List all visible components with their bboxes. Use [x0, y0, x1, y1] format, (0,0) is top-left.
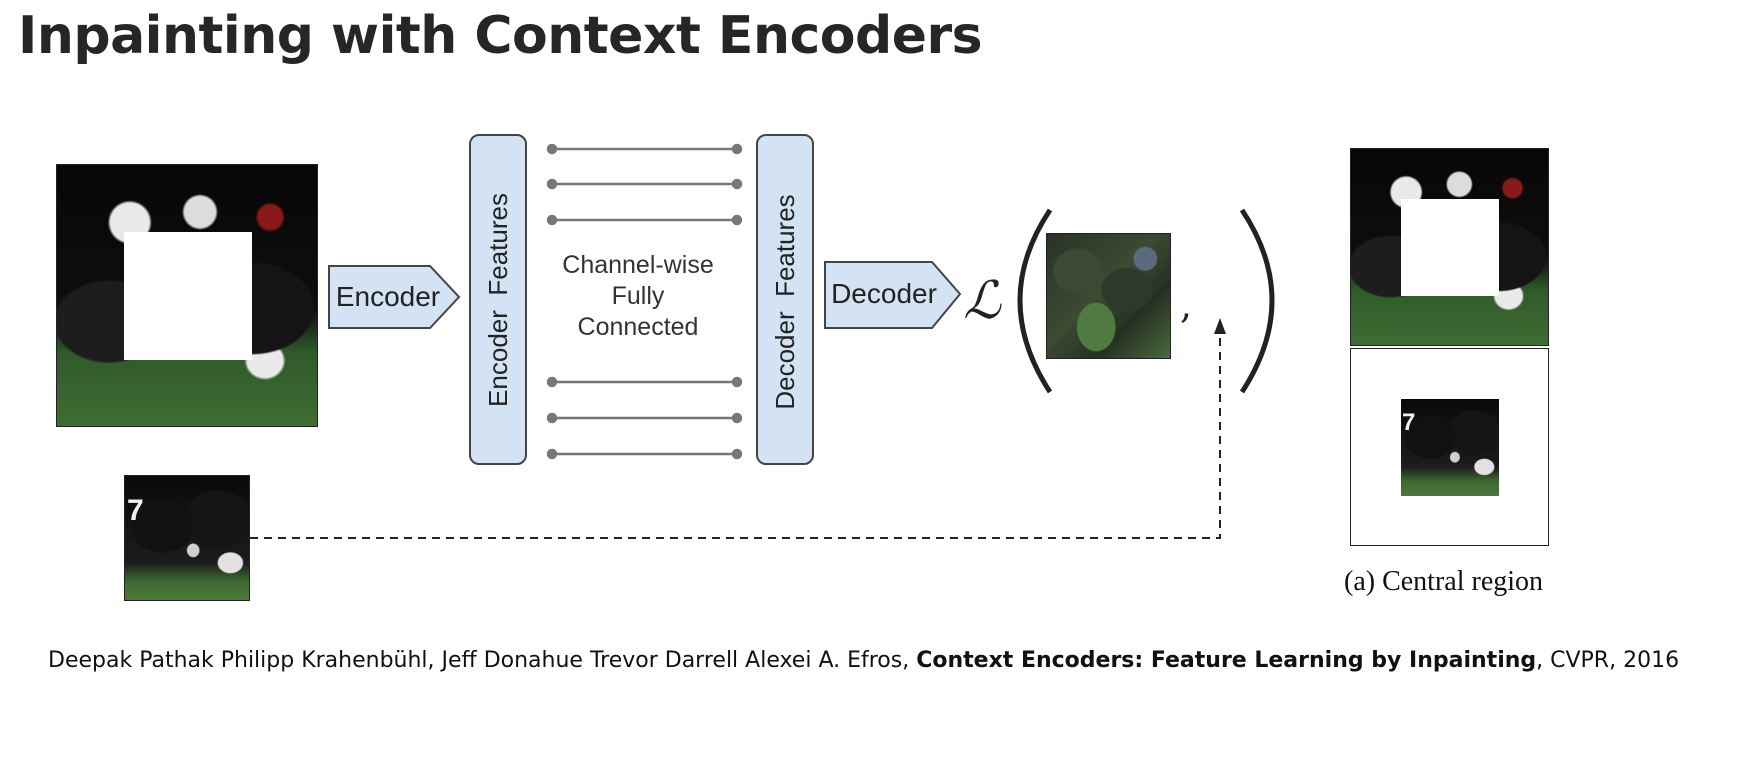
masked-region — [124, 232, 252, 360]
citation-paper-title: Context Encoders: Feature Learning by In… — [916, 648, 1537, 673]
fc-label-line3: Connected — [578, 313, 699, 341]
encoder-features-label: Encoder Features — [483, 193, 513, 407]
decoder-label: Decoder — [831, 278, 937, 309]
encoder-label: Encoder — [336, 281, 440, 312]
citation: Deepak Pathak Philipp Krahenbühl, Jeff D… — [48, 648, 1679, 673]
masked-input-image — [56, 164, 318, 427]
predicted-patch — [1046, 233, 1171, 359]
decoder-arrow — [824, 261, 962, 329]
encoder-features-box — [469, 134, 527, 465]
figure-caption: (a) Central region — [1344, 566, 1544, 597]
right-parenthesis — [1239, 208, 1275, 394]
comma: , — [1180, 283, 1192, 327]
page-title: Inpainting with Context Encoders — [18, 6, 983, 66]
left-parenthesis — [1017, 208, 1053, 394]
fc-label-line2: Fully — [612, 282, 665, 310]
citation-authors: Deepak Pathak Philipp Krahenbühl, Jeff D… — [48, 648, 917, 673]
ground-truth-dashed-arrow — [250, 332, 1221, 539]
central-region-hole — [1401, 199, 1499, 296]
encoder-arrow — [328, 265, 461, 329]
central-region-patch: 7 — [1401, 399, 1499, 496]
decoder-features-box — [756, 134, 814, 465]
decoder-features-label: Decoder Features — [770, 194, 800, 409]
fc-lines-bottom — [546, 376, 743, 460]
citation-venue: , CVPR, 2016 — [1536, 648, 1680, 673]
central-region-patch-frame: 7 — [1350, 348, 1549, 546]
central-region-masked-image — [1350, 148, 1549, 346]
loss-symbol: ℒ — [963, 271, 1002, 331]
fc-label-line1: Channel-wise — [562, 251, 713, 279]
fc-lines-top — [546, 143, 743, 226]
arrowhead — [1214, 318, 1226, 334]
ground-truth-patch: 7 — [124, 475, 250, 601]
